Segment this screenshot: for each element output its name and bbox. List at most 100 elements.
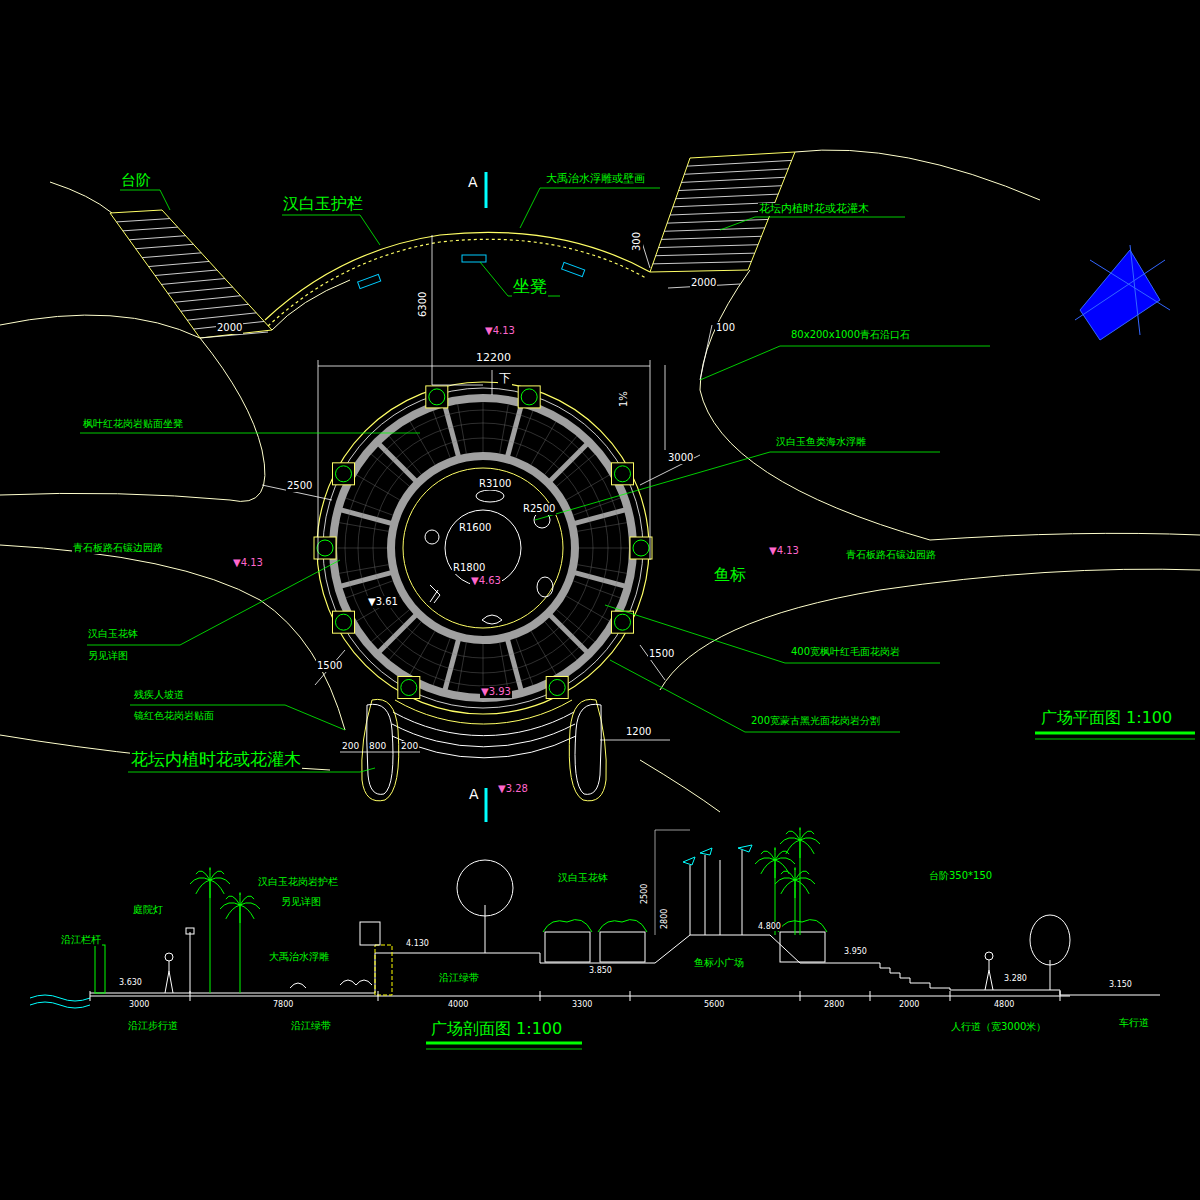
section-mark [485, 172, 488, 208]
stair-hatch [116, 160, 791, 329]
palm-frond [795, 880, 809, 894]
paving-grid [346, 498, 393, 515]
dimension-text: 2000 [898, 1000, 920, 1009]
fish-relief [482, 615, 502, 624]
dimension-text: 1% [618, 390, 630, 408]
stair-tread [168, 287, 233, 293]
flower-pot-plant [521, 389, 537, 405]
palm-frond [190, 878, 210, 884]
paving-joint [338, 572, 394, 587]
dimension-text: R3100 [478, 478, 512, 490]
dimension-line [665, 365, 666, 450]
palm-frond [196, 880, 210, 894]
paving-joint [572, 572, 628, 587]
granite-ring [333, 398, 633, 698]
stair-tread [664, 228, 765, 231]
flower-pot-plant [401, 680, 417, 696]
callout-label: 汉白玉花钵 [557, 872, 609, 884]
elevation-mark: ▼4.13 [484, 325, 516, 337]
callout-label: 汉白玉护栏 [282, 195, 364, 213]
flower-pot-plant [543, 920, 827, 932]
title-underline [426, 1042, 582, 1045]
dimension-text: R2500 [522, 503, 556, 515]
paving-grid [410, 422, 435, 465]
planter [367, 704, 393, 794]
leader-line [80, 433, 420, 434]
section-ground [30, 922, 1160, 1008]
road-edge [640, 760, 720, 812]
dimension-tick [630, 991, 631, 1001]
river-water [30, 995, 90, 1008]
paving-joint [338, 509, 394, 524]
flower-pot-plant [615, 466, 631, 482]
road-edge [0, 315, 200, 338]
palm-frond [800, 840, 801, 858]
fish-relief [430, 585, 440, 603]
dimension-line [600, 740, 670, 741]
palm-frond [196, 871, 210, 880]
dimension-line [432, 235, 433, 385]
garden-lamp [186, 928, 194, 934]
paving-grid [433, 638, 450, 685]
paving-grid [516, 638, 533, 685]
dimension-text: A [468, 786, 480, 802]
dimension-text: R1600 [458, 522, 492, 534]
stair-tread [661, 236, 761, 239]
leader-line [605, 605, 940, 663]
dimension-tick [800, 991, 801, 1001]
dimension-text: 800 [368, 741, 387, 751]
palm-frond [761, 860, 775, 874]
leader-line [720, 217, 905, 230]
step-arc [392, 724, 575, 747]
flower-pot [600, 932, 645, 962]
flower-pot-plant [335, 614, 351, 630]
plaza-edge [317, 382, 649, 714]
step-arc [395, 700, 572, 724]
paving-grid [357, 596, 400, 621]
dimension-text: 1500 [648, 648, 675, 660]
section-mark [485, 788, 488, 822]
step-arc [393, 712, 574, 736]
centre-circle [445, 510, 521, 586]
dimension-text: 3.150 [1108, 980, 1133, 989]
seat [358, 274, 381, 288]
callout-label: 沿江绿带 [438, 972, 480, 984]
stair-tread [187, 313, 256, 320]
stair-tread [676, 194, 779, 199]
road-edge [700, 270, 930, 540]
leader-line [480, 262, 560, 296]
flower-pot [546, 677, 568, 699]
palm-frond [240, 905, 254, 919]
palm-frond [800, 840, 814, 854]
circular-plaza [317, 382, 649, 714]
palm-frond [795, 868, 796, 880]
flower-pot-plant [615, 614, 631, 630]
callout-label: 坐凳 [512, 277, 548, 297]
palm-frond [800, 831, 814, 840]
planter [569, 699, 606, 800]
elevation-mark: ▼4.63 [470, 575, 502, 587]
flower-pot [332, 463, 354, 485]
paving-grid [358, 423, 608, 673]
paving-joint [507, 637, 522, 693]
flower-pot-plant [335, 466, 351, 482]
callout-label: 台阶350*150 [928, 870, 993, 882]
palm-frond [786, 840, 800, 854]
stair-outline [110, 210, 272, 338]
dimension-text: 200 [400, 741, 419, 751]
relief-wall [375, 945, 392, 995]
palm-trunk [795, 880, 796, 935]
leader-line [282, 215, 380, 245]
flower-pot-plant [549, 680, 565, 696]
elevation-mark: ▼3.28 [497, 783, 529, 795]
paving-joint [377, 613, 418, 654]
stair-tread [667, 219, 768, 223]
callout-label: 汉白玉鱼类海水浮雕 [775, 436, 867, 448]
dimension-line [90, 996, 1070, 997]
paving-joint [444, 403, 459, 459]
flower-pot [545, 932, 590, 962]
callout-label: 枫叶红花岗岩贴面坐凳 [82, 418, 184, 430]
section-profile [90, 935, 870, 993]
tree [485, 905, 486, 953]
